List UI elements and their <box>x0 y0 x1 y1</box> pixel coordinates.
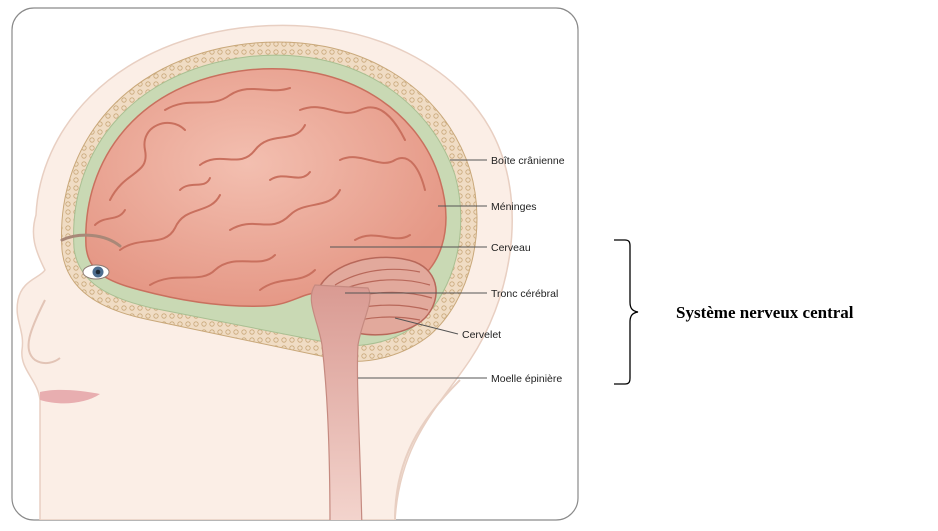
label-skull: Boîte crânienne <box>491 155 565 167</box>
label-cerebellum: Cervelet <box>462 329 501 341</box>
label-spinal-cord: Moelle épinière <box>491 373 562 385</box>
label-brainstem: Tronc cérébral <box>491 288 558 300</box>
label-meninges: Méninges <box>491 201 537 213</box>
system-brace <box>614 240 638 384</box>
label-cerebrum: Cerveau <box>491 242 531 254</box>
label-central-nervous-system: Système nerveux central <box>676 303 854 322</box>
pupil <box>96 270 101 275</box>
